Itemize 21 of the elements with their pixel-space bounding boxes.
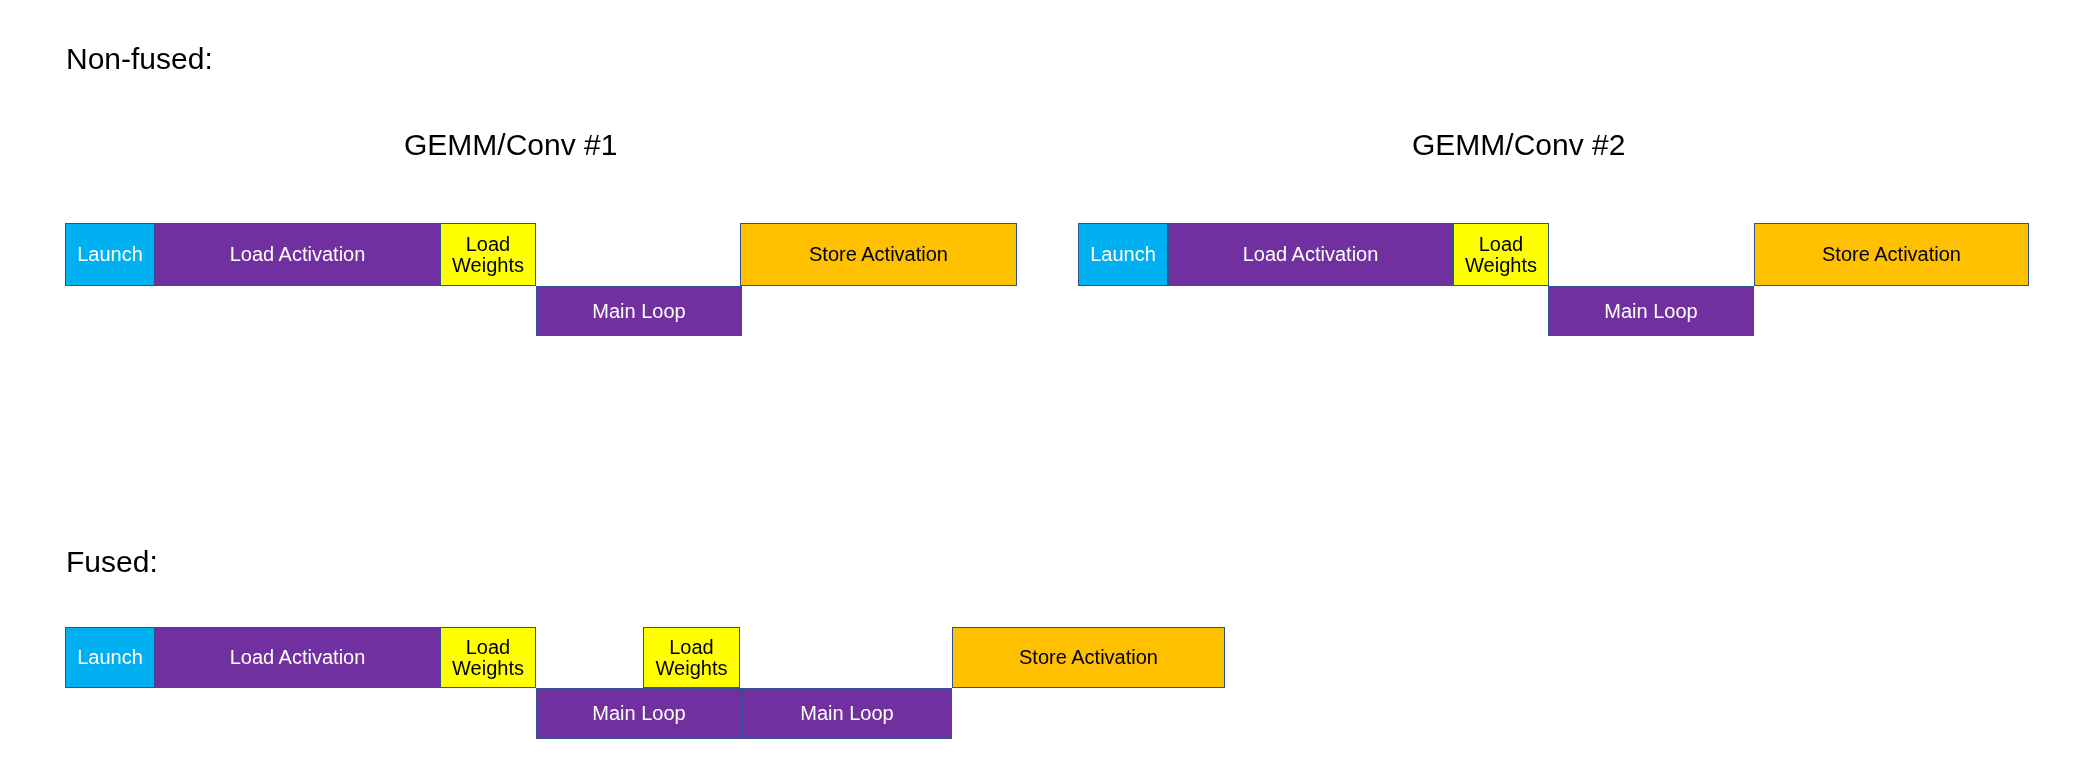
store-activation-bar: Store Activation — [952, 627, 1225, 688]
load-weights-bar: Load Weights — [440, 223, 536, 286]
launch-bar: Launch — [65, 223, 155, 286]
main-loop-bar: Main Loop — [536, 688, 742, 739]
kernel-title: GEMM/Conv #1 — [404, 128, 618, 162]
store-activation-bar: Store Activation — [740, 223, 1017, 286]
kernel-title: GEMM/Conv #2 — [1412, 128, 1626, 162]
section-heading: Fused: — [66, 545, 158, 579]
store-activation-bar: Store Activation — [1754, 223, 2029, 286]
load-weights-bar: Load Weights — [1453, 223, 1549, 286]
launch-bar: Launch — [1078, 223, 1168, 286]
main-loop-bar: Main Loop — [742, 688, 952, 739]
main-loop-bar: Main Loop — [536, 286, 742, 336]
section-heading: Non-fused: — [66, 42, 213, 76]
load-weights-bar: Load Weights — [643, 627, 740, 688]
load-activation-bar: Load Activation — [155, 223, 440, 286]
main-loop-bar: Main Loop — [1548, 286, 1754, 336]
load-activation-bar: Load Activation — [155, 627, 440, 688]
load-weights-bar: Load Weights — [440, 627, 536, 688]
launch-bar: Launch — [65, 627, 155, 688]
load-activation-bar: Load Activation — [1168, 223, 1453, 286]
